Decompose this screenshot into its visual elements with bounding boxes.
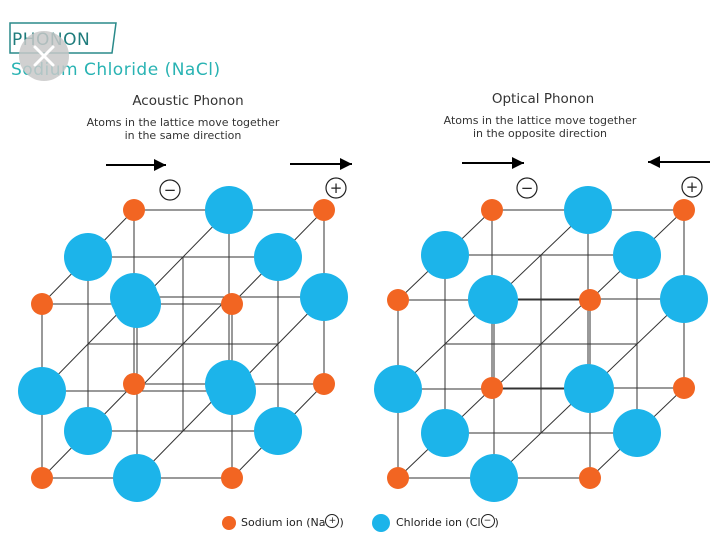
acoustic-chloride-ion (113, 280, 161, 328)
acoustic-chloride-ion (64, 407, 112, 455)
optical-sodium-ion (579, 289, 601, 311)
optical-desc-line2: in the opposite direction (472, 127, 608, 140)
acoustic-chloride-ion (254, 233, 302, 281)
optical-chloride-ion (613, 409, 661, 457)
chloride-legend-swatch (372, 514, 390, 532)
acoustic-chloride-ion (300, 273, 348, 321)
optical-chloride-ion (566, 365, 614, 413)
optical-charge-marker (516, 177, 538, 199)
acoustic-sodium-ion (123, 373, 145, 395)
sodium-legend-label: Sodium ion (Na+) (241, 514, 344, 529)
acoustic-charge-label: + (330, 179, 343, 197)
acoustic-charge-label: − (164, 181, 177, 199)
chloride-legend-charge: − (480, 514, 495, 528)
sodium-legend-paren: ) (339, 516, 344, 529)
optical-chloride-ion (421, 231, 469, 279)
optical-chloride-ion (374, 365, 422, 413)
acoustic-chloride-ion (254, 407, 302, 455)
optical-chloride-ion (470, 276, 518, 324)
acoustic-sodium-ion (313, 199, 335, 221)
acoustic-charge-marker (325, 177, 347, 199)
chloride-legend-label: Chloride ion (Cl−) (396, 514, 499, 529)
optical-charge-label: + (686, 178, 699, 196)
acoustic-sodium-ion (31, 293, 53, 315)
acoustic-title: Acoustic Phonon (132, 93, 244, 109)
optical-chloride-ion (470, 454, 518, 502)
optical-lattice-line (493, 298, 589, 390)
acoustic-chloride-ion (113, 454, 161, 502)
optical-sodium-ion (481, 377, 503, 399)
acoustic-chloride-ion (18, 367, 66, 415)
acoustic-chloride-ion (64, 233, 112, 281)
acoustic-sodium-ion (123, 199, 145, 221)
optical-sodium-ion (481, 199, 503, 221)
optical-charge-label: − (521, 179, 534, 197)
logo-frame (9, 22, 117, 54)
optical-arrow-head (648, 156, 660, 168)
optical-sodium-ion (673, 199, 695, 221)
optical-sodium-ion (387, 289, 409, 311)
optical-arrow-head (512, 157, 524, 169)
optical-sodium-ion (579, 467, 601, 489)
chloride-legend-paren: ) (494, 516, 499, 529)
optical-sodium-ion (673, 377, 695, 399)
sodium-legend-charge: + (325, 514, 340, 528)
optical-chloride-ion (564, 186, 612, 234)
chloride-legend-text: Chloride ion (Cl (396, 516, 481, 529)
acoustic-sodium-ion (31, 467, 53, 489)
acoustic-desc-line2: in the same direction (124, 129, 242, 142)
optical-chloride-ion (421, 409, 469, 457)
optical-title: Optical Phonon (491, 91, 595, 107)
acoustic-desc-line1: Atoms in the lattice move together (86, 116, 280, 129)
optical-desc-line1: Atoms in the lattice move together (443, 114, 637, 127)
acoustic-arrow-head (154, 159, 166, 171)
acoustic-charge-marker (159, 179, 181, 201)
acoustic-sodium-ion (221, 467, 243, 489)
close-button[interactable] (19, 31, 69, 81)
optical-sodium-ion (387, 467, 409, 489)
optical-charge-marker (681, 176, 703, 198)
sodium-legend-text: Sodium ion (Na (241, 516, 326, 529)
acoustic-lattice-line (136, 296, 230, 392)
acoustic-chloride-ion (205, 186, 253, 234)
sodium-legend-swatch (222, 516, 236, 530)
optical-chloride-ion (613, 231, 661, 279)
optical-chloride-ion (660, 275, 708, 323)
close-icon (33, 45, 55, 67)
acoustic-chloride-ion (208, 367, 256, 415)
acoustic-sodium-ion (313, 373, 335, 395)
acoustic-sodium-ion (221, 293, 243, 315)
acoustic-arrow-head (340, 158, 352, 170)
